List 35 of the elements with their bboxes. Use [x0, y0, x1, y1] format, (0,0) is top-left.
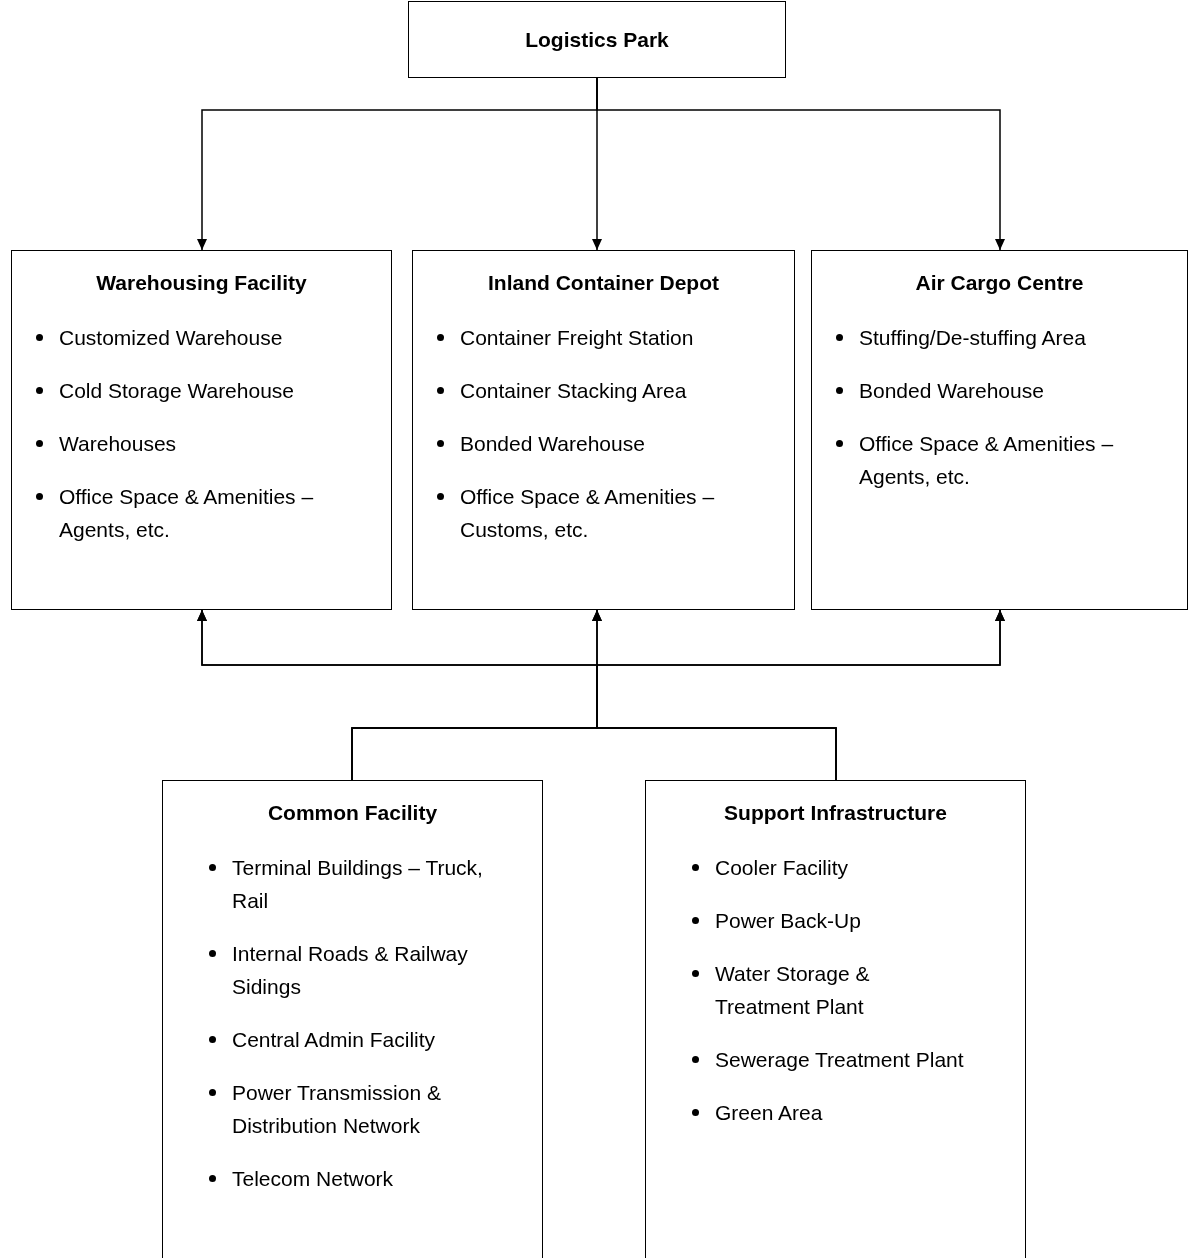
list-item: Sewerage Treatment Plant — [715, 1047, 964, 1073]
box-heading: Inland Container Depot — [487, 271, 720, 295]
list-item: Office Space & Amenities – Customs, etc. — [460, 484, 716, 543]
list-item: Container Stacking Area — [460, 378, 687, 404]
facility-box — [811, 250, 1188, 610]
box-heading: Warehousing Facility — [95, 271, 308, 295]
box-heading: Common Facility — [266, 801, 439, 825]
facility-box — [408, 1, 786, 78]
list-item: Cold Storage Warehouse — [59, 378, 295, 404]
arrow — [596, 77, 1005, 251]
list-item: Bonded Warehouse — [859, 378, 1044, 404]
facility-box — [162, 780, 543, 1258]
list-item: Office Space & Amenities – Agents, etc. — [859, 431, 1115, 490]
list-item: Container Freight Station — [460, 325, 694, 351]
list-item: Stuffing/De-stuffing Area — [859, 325, 1086, 351]
list-item: Water Storage & Treatment Plant — [715, 961, 871, 1020]
box-heading: Logistics Park — [525, 27, 669, 52]
list-item: Office Space & Amenities – Agents, etc. — [59, 484, 315, 543]
arrow — [596, 609, 1005, 781]
list-item: Terminal Buildings – Truck, Rail — [232, 855, 484, 914]
facility-box — [412, 250, 795, 610]
list-item: Power Transmission & Distribution Network — [232, 1080, 442, 1139]
list-item: Bonded Warehouse — [460, 431, 645, 457]
facility-box — [645, 780, 1026, 1258]
list-item: Cooler Facility — [715, 855, 849, 881]
list-item: Green Area — [715, 1100, 823, 1126]
box-heading: Support Infrastructure — [723, 801, 948, 825]
list-item: Central Admin Facility — [232, 1027, 436, 1053]
list-item: Warehouses — [59, 431, 177, 457]
list-item: Power Back-Up — [715, 908, 861, 934]
list-item: Internal Roads & Railway Sidings — [232, 941, 469, 1000]
list-item: Customized Warehouse — [59, 325, 283, 351]
list-item: Telecom Network — [232, 1166, 394, 1192]
box-heading: Air Cargo Centre — [914, 271, 1085, 295]
facility-box — [11, 250, 392, 610]
